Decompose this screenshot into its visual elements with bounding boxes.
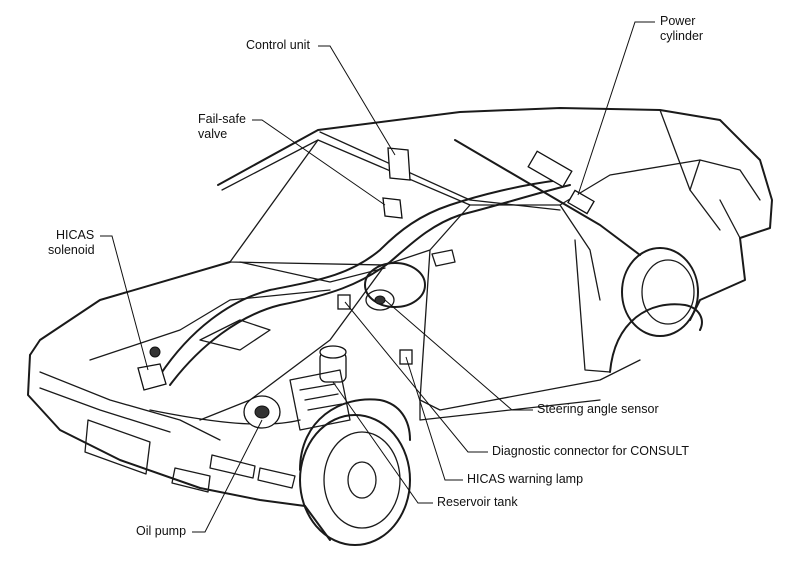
label-control-unit: Control unit bbox=[246, 38, 310, 52]
label-oil-pump: Oil pump bbox=[136, 524, 187, 538]
leader-lines bbox=[100, 21, 655, 533]
label-power-cylinder-line1: Power bbox=[660, 14, 696, 28]
label-hicas-solenoid-line1: HICAS bbox=[56, 228, 95, 242]
label-diagnostic-connector: Diagnostic connector for CONSULT bbox=[492, 444, 690, 458]
label-hicas-warning-lamp: HICAS warning lamp bbox=[467, 472, 584, 486]
hicas-components bbox=[137, 139, 641, 431]
label-power-cylinder-line2: cylinder bbox=[660, 29, 704, 43]
label-fail-safe-valve-line2: valve bbox=[198, 127, 228, 141]
label-reservoir-tank: Reservoir tank bbox=[437, 495, 518, 509]
label-steering-angle-sensor: Steering angle sensor bbox=[537, 402, 659, 416]
label-fail-safe-valve-line1: Fail-safe bbox=[198, 112, 246, 126]
label-hicas-solenoid-line2: solenoid bbox=[48, 243, 95, 257]
